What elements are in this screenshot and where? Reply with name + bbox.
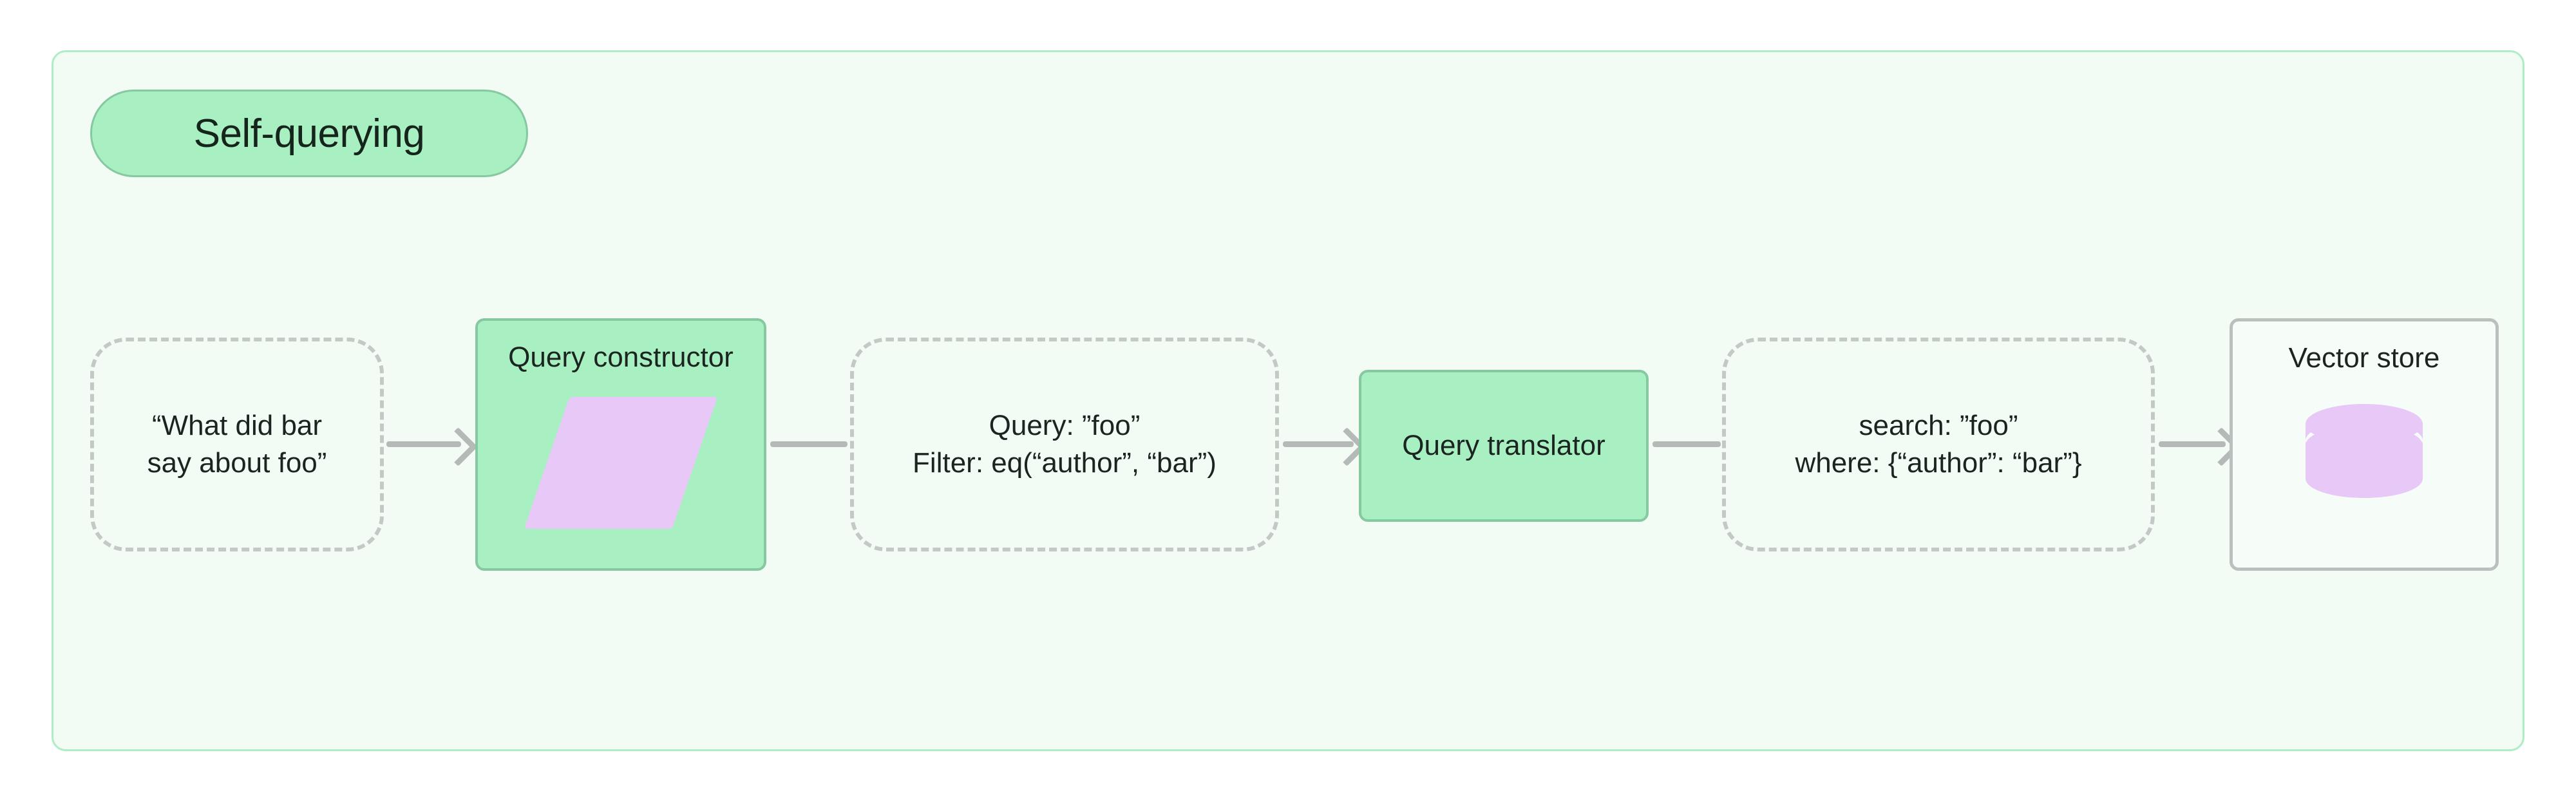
edge-translator-to-translated-query [1653, 441, 1721, 447]
node-structured-query[interactable]: Query: ”foo” Filter: eq(“author”, “bar”) [850, 338, 1279, 551]
node-query-translator[interactable]: Query translator [1359, 370, 1649, 522]
node-query-constructor-label: Query constructor [508, 341, 734, 373]
node-translated-query-line-2: where: {“author”: “bar”} [1795, 447, 2082, 479]
node-query-constructor[interactable]: Query constructor [475, 318, 766, 571]
edge-structured-query-to-translator [1283, 441, 1354, 447]
subgraph-title-badge: Self-querying [90, 90, 528, 177]
database-cylinder-icon [2306, 404, 2423, 507]
node-vector-store[interactable]: Vector store [2230, 318, 2499, 571]
node-structured-query-line-2: Filter: eq(“author”, “bar”) [913, 447, 1217, 479]
edge-constructor-to-structured-query [770, 441, 848, 447]
node-structured-query-line-1: Query: ”foo” [989, 409, 1141, 441]
edge-question-to-constructor [386, 441, 461, 447]
subgraph-title-label: Self-querying [193, 111, 425, 156]
node-user-question-line-1: “What did bar [151, 409, 323, 441]
node-user-question-line-2: say about foo” [147, 447, 327, 479]
node-query-translator-label: Query translator [1402, 430, 1605, 461]
node-translated-query[interactable]: search: ”foo” where: {“author”: “bar”} [1722, 338, 2155, 551]
node-user-question[interactable]: “What did bar say about foo” [90, 338, 384, 551]
edge-translated-query-to-vector-store [2159, 441, 2226, 447]
parallelogram-icon [524, 397, 718, 529]
database-cylinder-top [2306, 404, 2423, 444]
node-translated-query-line-1: search: ”foo” [1859, 409, 2018, 441]
node-vector-store-label: Vector store [2288, 342, 2440, 374]
